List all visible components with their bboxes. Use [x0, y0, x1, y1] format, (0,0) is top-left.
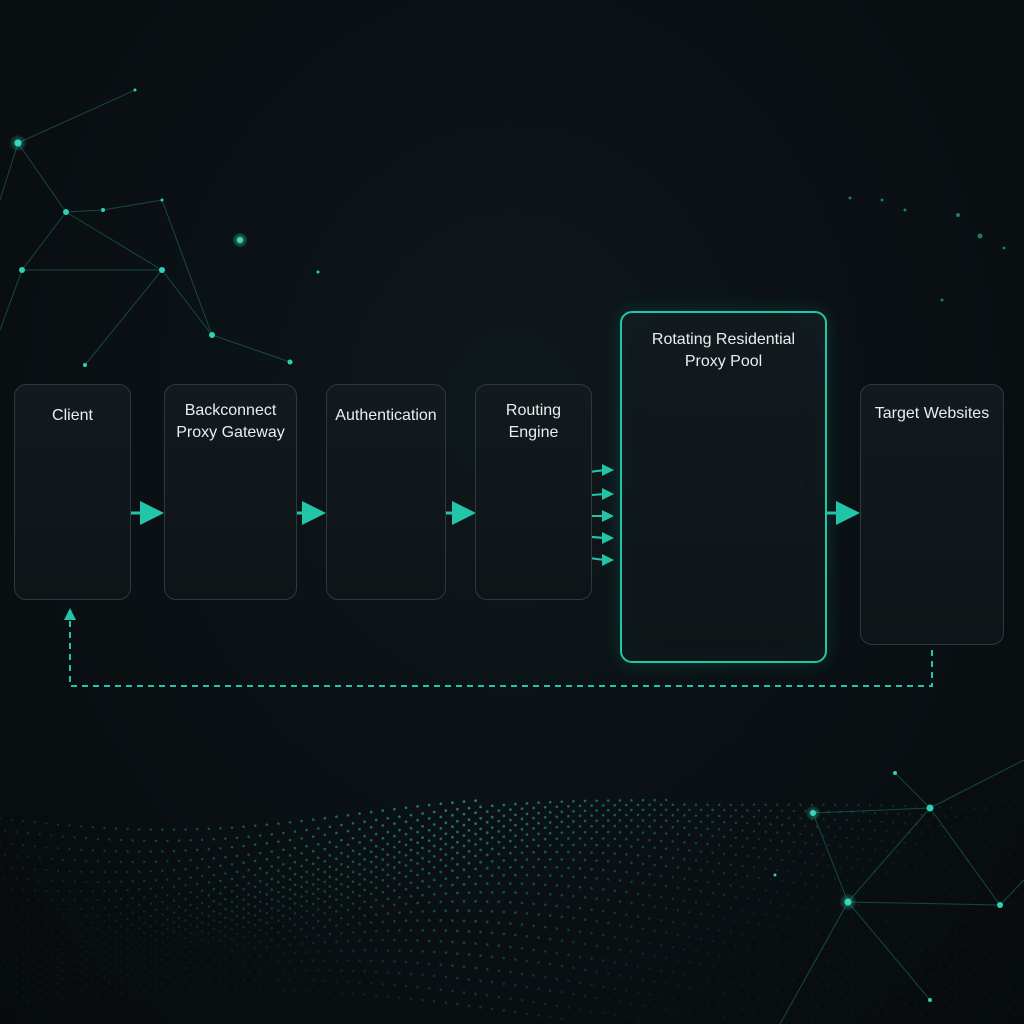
node-target-websites-label: Target Websites	[874, 405, 990, 422]
node-residential-proxy-pool: Rotating Residential Proxy Pool	[620, 311, 827, 663]
node-authentication-label: Authentication	[335, 407, 437, 424]
node-client: Client	[14, 384, 131, 600]
node-target-websites: Target Websites	[860, 384, 1004, 645]
node-backconnect-gateway: Backconnect Proxy Gateway	[164, 384, 297, 600]
node-routing-engine: Routing Engine	[475, 384, 592, 600]
node-authentication: Authentication	[326, 384, 446, 600]
node-routing-engine-label: Routing Engine	[505, 402, 562, 441]
edge-targets-to-client-return	[64, 608, 933, 687]
node-backconnect-gateway-label: Backconnect Proxy Gateway	[176, 402, 285, 441]
node-residential-proxy-pool-label: Rotating Residential Proxy Pool	[651, 331, 796, 370]
node-client-label: Client	[52, 407, 93, 424]
